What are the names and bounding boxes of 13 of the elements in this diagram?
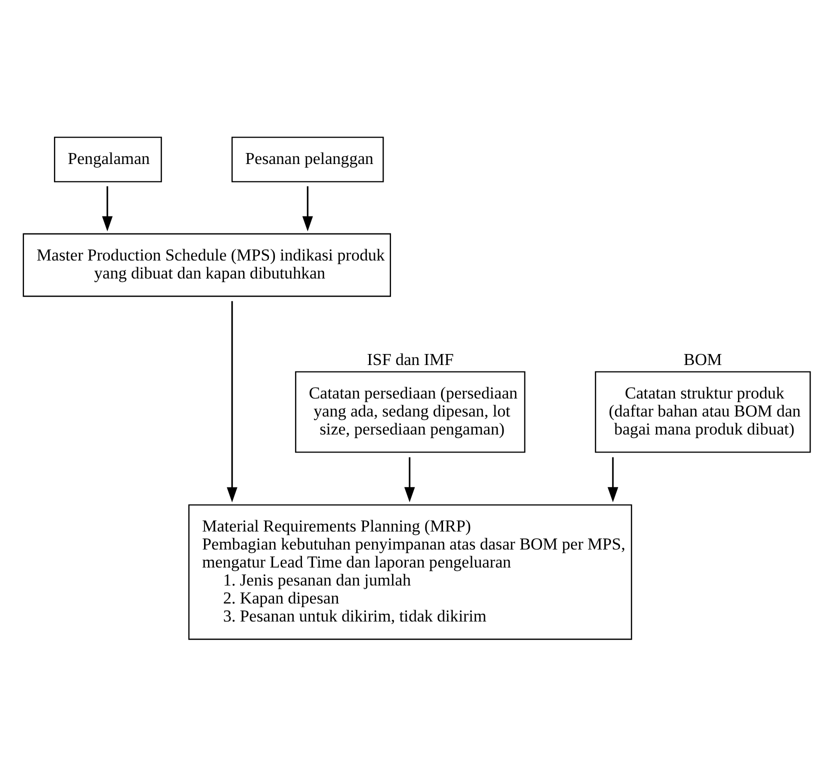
node-box: Catatan persediaan (persediaan yang ada, sedang dipesan, lot size, persediaan pengaman) <box>294 371 525 453</box>
arrow <box>226 301 237 502</box>
node-box: Pengalaman <box>53 136 162 182</box>
node-label: ISF dan IMF <box>366 350 454 369</box>
arrow <box>404 457 414 502</box>
arrow <box>102 186 112 232</box>
node-box: Master Production Schedule (MPS) indikasi produk yang dibuat dan kapan dibutuhkan <box>22 233 391 297</box>
node-box: Catatan struktur produk (daftar bahan atau BOM dan bagai mana produk dibuat) <box>594 371 810 453</box>
node-box: Material Requirements Planning (MRP) Pembagian kebutuhan penyimpanan atas dasar BOM per MPS, mengatur Lead Time dan laporan pengeluaran 1. Jenis pesanan dan jumlah 2. Kapan dipesan 3. Pesanan untuk dikirim, tidak dikirim <box>188 504 632 640</box>
node-box: Pesanan pelanggan <box>231 136 384 182</box>
arrow <box>607 457 618 502</box>
node-label: BOM <box>683 350 722 369</box>
arrow <box>302 186 312 232</box>
